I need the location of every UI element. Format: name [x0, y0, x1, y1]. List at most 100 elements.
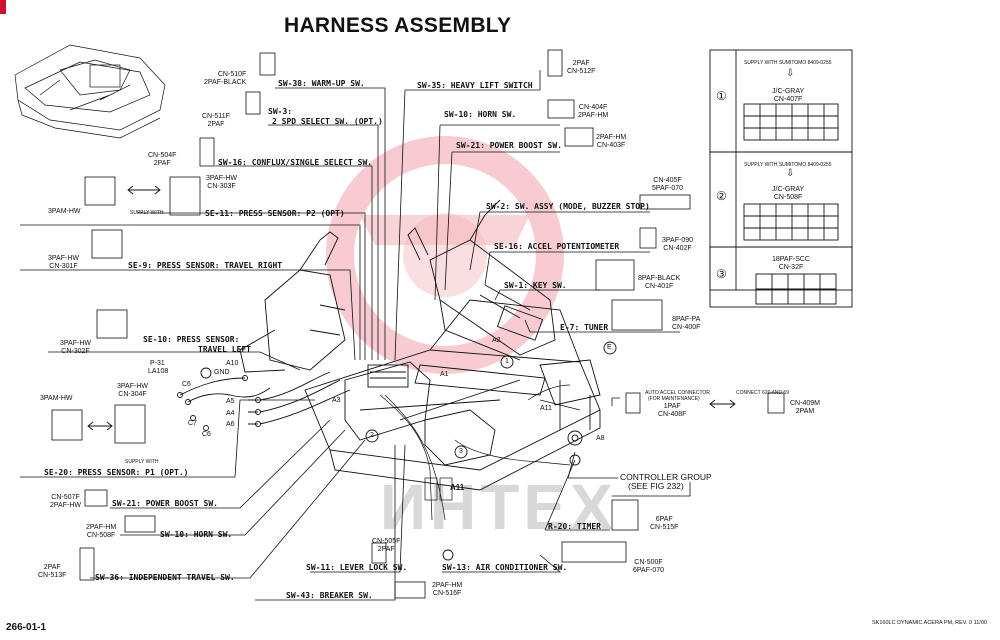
pam-hw-2-label: 3PAM-HW	[40, 395, 73, 402]
panel-index-2: ②	[716, 189, 727, 203]
connect-620-label: CONNECT 620 AND 59	[736, 390, 789, 396]
cn504-label: CN-504F 2PAF	[148, 152, 177, 167]
panel1-supply: SUPPLY WITH SUMITOMO 8409-0255	[744, 60, 832, 66]
sw1-label: SW-1: KEY SW.	[504, 281, 567, 290]
part-a3: A3	[332, 397, 341, 404]
sw11-label: SW-11: LEVER LOCK SW.	[306, 563, 408, 572]
cn403-label: 2PAF-HM CN-403F	[596, 134, 627, 149]
cn512-label: 2PAF CN-512F	[567, 60, 596, 75]
machine-inset	[14, 44, 166, 139]
cn510-label: CN-510F 2PAF-BLACK	[204, 71, 247, 86]
se20-label: SE-20: PRESS SENSOR: P1 (OPT.)	[44, 468, 189, 477]
page-number: 266-01-1	[6, 622, 47, 633]
part-c6: C6	[182, 381, 191, 388]
cn500-label: CN-500F 6PAF-070	[633, 559, 664, 574]
cn401-label: 8PAF-BLACK CN-401F	[638, 275, 681, 290]
marker-2: 2	[370, 432, 374, 439]
cn302-label: 3PAF-HW CN-302F	[60, 340, 91, 355]
sw38-label: SW-38: WARM-UP SW.	[278, 79, 365, 88]
panel2-arrow: ⇩	[786, 168, 795, 179]
supply-with-label: SUPPLY WITH	[130, 210, 164, 216]
part-a10: A10	[226, 360, 239, 367]
sw13-label: SW-13: AIR CONDITIONER SW.	[442, 563, 568, 572]
panel1-arrow: ⇩	[786, 68, 795, 79]
controller-fig-label: (SEE FIG 232)	[628, 481, 684, 491]
gnd-harness	[177, 367, 351, 431]
part-a11: A11	[540, 405, 552, 412]
cn400-label: 8PAF-PA CN-400F	[672, 316, 701, 331]
part-c7: C7	[188, 420, 197, 427]
sw3-sub-label: 2 SPD SELECT SW. (OPT.)	[272, 117, 383, 126]
part-a11b: A11	[450, 483, 465, 492]
cn402-label: 3PAF-090 CN-402F	[662, 237, 693, 252]
cn511-label: CN-511F 2PAF	[202, 113, 230, 128]
part-c6b: C6	[202, 431, 211, 438]
marker-1: 1	[505, 358, 509, 365]
auto-accel-label: AUTO ACCEL CONNECTOR	[645, 390, 710, 396]
panel-index-3: ③	[716, 267, 727, 281]
cn301-label: 3PAF-HW CN-301F	[48, 255, 79, 270]
page-edge-tab	[0, 0, 6, 14]
se10-label: SE-10: PRESS SENSOR:	[143, 335, 240, 344]
controller-group-label: CONTROLLER GROUP	[620, 472, 712, 482]
panel2-supply: SUPPLY WITH SUMITOMO 8409-0255	[744, 162, 832, 168]
cn508-label: 2PAF-HM CN-508F	[86, 524, 117, 539]
part-a5: A5	[226, 398, 235, 405]
sw10-left-label: SW-10: HORN SW.	[160, 530, 233, 539]
se9-label: SE-9: PRESS SENSOR: TRAVEL RIGHT	[128, 261, 283, 270]
r20-label: R-20: TIMER	[548, 522, 601, 531]
circle-markers	[365, 341, 617, 561]
cn515-label: 6PAF CN-515F	[650, 516, 679, 531]
cn303-label: 3PAF-HW CN-303F	[206, 175, 237, 190]
cn405-label: CN-405F 5PAF-070	[652, 177, 683, 192]
pam-hw-label: 3PAM-HW	[48, 208, 81, 215]
e7-label: E-7: TUNER	[560, 323, 609, 332]
sw35-label: SW-35: HEAVY LIFT SWITCH	[417, 81, 533, 90]
cab-platform	[239, 199, 601, 491]
panel3-connector: 18PAF-SCC CN-32F	[772, 256, 810, 271]
cn516-label: 2PAF-HM CN-516F	[432, 582, 463, 597]
la108-label: LA108	[148, 368, 169, 375]
mating-arrows	[87, 185, 736, 431]
sw21-left-label: SW-21: POWER BOOST SW.	[112, 499, 218, 508]
sw10-right-label: SW-10: HORN SW.	[444, 110, 517, 119]
connector-boxes	[51, 49, 785, 599]
part-a4: A4	[226, 410, 235, 417]
panel1-connector: J/C-GRAY CN-407F	[772, 88, 805, 103]
sw36-label: SW-36: INDEPENDENT TRAVEL SW.	[95, 573, 235, 582]
part-a8: A8	[596, 435, 605, 442]
cab-wires	[379, 384, 581, 521]
se11-label: SE-11: PRESS SENSOR: P2 (OPT)	[205, 209, 345, 218]
se16-label: SE-16: ACCEL POTENTIOMETER	[494, 242, 620, 251]
p31-label: P-31	[150, 360, 165, 367]
se10-sub-label: TRAVEL LEFT	[198, 345, 251, 354]
marker-3: 3	[459, 448, 463, 455]
right-panel	[709, 49, 853, 308]
marker-e: E	[607, 344, 612, 351]
supply-with-2-label: SUPPLY WITH	[125, 459, 159, 465]
cn408-label: 1PAF CN-408F	[658, 403, 687, 418]
footer-note: SK160LC DYNAMIC ACERA PM, REV. 0 11/00	[872, 620, 987, 626]
sw3-label: SW-3:	[268, 107, 293, 116]
cn505-label: CN-505F 2PAF	[372, 538, 401, 553]
cn304-label: 3PAF-HW CN-304F	[117, 383, 148, 398]
cn404-label: CN-404F 2PAF-HM	[578, 104, 609, 119]
cn507-label: CN-507F 2PAF-HW	[50, 494, 81, 509]
gnd-label: GND	[214, 369, 230, 376]
watermark-text: ИНТЕХ	[380, 471, 617, 543]
sw16-label: SW-16: CONFLUX/SINGLE SELECT SW.	[218, 158, 373, 167]
cn513-label: 2PAF CN-513F	[38, 564, 67, 579]
sw43-label: SW-43: BREAKER SW.	[286, 591, 373, 600]
part-a6: A6	[226, 421, 235, 428]
page-title: HARNESS ASSEMBLY	[284, 14, 512, 37]
cn409-label: CN-409M 2PAM	[790, 400, 820, 415]
part-a1: A1	[440, 371, 449, 378]
panel2-connector: J/C-GRAY CN-508F	[772, 186, 805, 201]
panel-index-1: ①	[716, 89, 727, 103]
sw21-right-label: SW-21: POWER BOOST SW.	[456, 141, 562, 150]
part-a2: A2	[492, 337, 501, 344]
leader-lines	[20, 70, 691, 601]
maintenance-label: (FOR MAINTENANCE)	[648, 396, 700, 402]
